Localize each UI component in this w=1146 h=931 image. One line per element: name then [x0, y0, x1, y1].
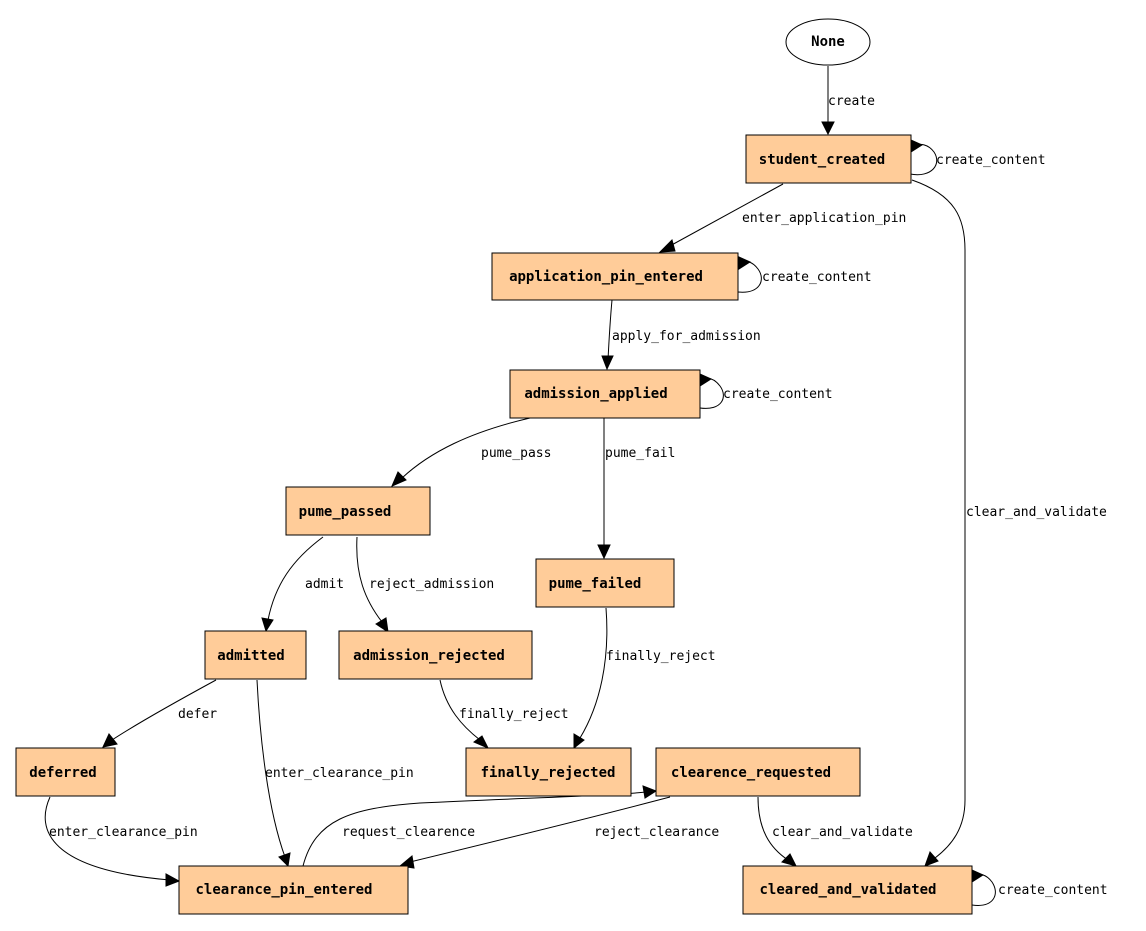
transition-label: create_content — [936, 153, 1046, 168]
state-pume-passed: pume_passed — [285, 486, 431, 536]
transition-label: reject_clearance — [594, 825, 719, 840]
transition-clear-and-validate-requested: clear_and_validate — [757, 796, 913, 867]
state-label: cleared_and_validated — [759, 882, 936, 898]
state-admission-rejected: admission_rejected — [338, 630, 533, 680]
transition-admit: admit — [261, 536, 344, 633]
state-label: finally_rejected — [481, 765, 616, 781]
transition-label: request_clearence — [342, 825, 475, 840]
state-deferred: deferred — [15, 747, 116, 797]
transition-reject-admission: reject_admission — [356, 536, 494, 634]
transition-finally-reject-pume-failed: finally_reject — [573, 607, 716, 750]
state-label: pume_failed — [549, 576, 642, 592]
state-clearence-requested: clearence_requested — [655, 747, 861, 797]
state-label: admission_rejected — [353, 648, 505, 664]
state-label: None — [811, 34, 845, 50]
transition-label: apply_for_admission — [612, 329, 761, 344]
state-label: pume_passed — [299, 504, 392, 520]
transition-enter-clearance-pin-admitted: enter_clearance_pin — [256, 679, 414, 868]
transition-create-content-admission-applied: create_content — [699, 373, 833, 409]
transition-label: pume_pass — [481, 446, 551, 461]
transition-defer: defer — [102, 679, 217, 748]
state-none: None — [785, 18, 871, 66]
transition-label: create_content — [998, 883, 1108, 898]
state-label: clearence_requested — [671, 765, 831, 781]
state-label: clearance_pin_entered — [195, 882, 372, 898]
transition-label: create_content — [723, 387, 833, 402]
state-admitted: admitted — [204, 630, 307, 680]
state-label: admitted — [217, 648, 284, 664]
transition-label: enter_application_pin — [742, 211, 906, 226]
transition-label: create — [828, 94, 875, 109]
transition-label: defer — [178, 707, 217, 722]
transition-label: enter_clearance_pin — [265, 766, 414, 781]
transition-enter-application-pin: enter_application_pin — [658, 183, 906, 253]
state-label: admission_applied — [524, 386, 667, 402]
transition-create-content-cleared-and-validated: create_content — [971, 869, 1108, 906]
transition-pume-fail: pume_fail — [597, 418, 675, 560]
state-admission-applied: admission_applied — [509, 369, 701, 419]
transition-create: create — [821, 66, 875, 136]
transition-label: admit — [305, 577, 344, 592]
state-student-created: student_created — [745, 134, 912, 184]
transition-enter-clearance-pin-deferred: enter_clearance_pin — [44, 796, 198, 887]
transition-label: reject_admission — [369, 577, 494, 592]
transition-clear-and-validate-student: clear_and_validate — [911, 179, 1107, 867]
transition-label: finally_reject — [606, 649, 716, 664]
transition-create-content-application-pin-entered: create_content — [737, 256, 872, 293]
transition-label: clear_and_validate — [966, 505, 1107, 520]
transition-pume-pass: pume_pass — [391, 417, 551, 487]
transition-label: create_content — [762, 270, 872, 285]
transition-label: enter_clearance_pin — [49, 825, 198, 840]
state-label: student_created — [759, 152, 885, 168]
transition-create-content-student-created: create_content — [909, 139, 1046, 176]
state-clearance-pin-entered: clearance_pin_entered — [178, 865, 409, 915]
transition-label: finally_reject — [459, 707, 569, 722]
state-application-pin-entered: application_pin_entered — [491, 252, 739, 301]
transition-label: pume_fail — [605, 446, 675, 461]
state-pume-failed: pume_failed — [535, 558, 675, 608]
state-label: deferred — [29, 765, 96, 781]
transition-label: clear_and_validate — [772, 825, 913, 840]
state-cleared-and-validated: cleared_and_validated — [742, 865, 973, 915]
state-finally-rejected: finally_rejected — [465, 747, 632, 797]
transition-finally-reject-admission-rejected: finally_reject — [439, 679, 569, 749]
state-label: application_pin_entered — [509, 269, 703, 285]
transition-apply-for-admission: apply_for_admission — [601, 299, 761, 371]
